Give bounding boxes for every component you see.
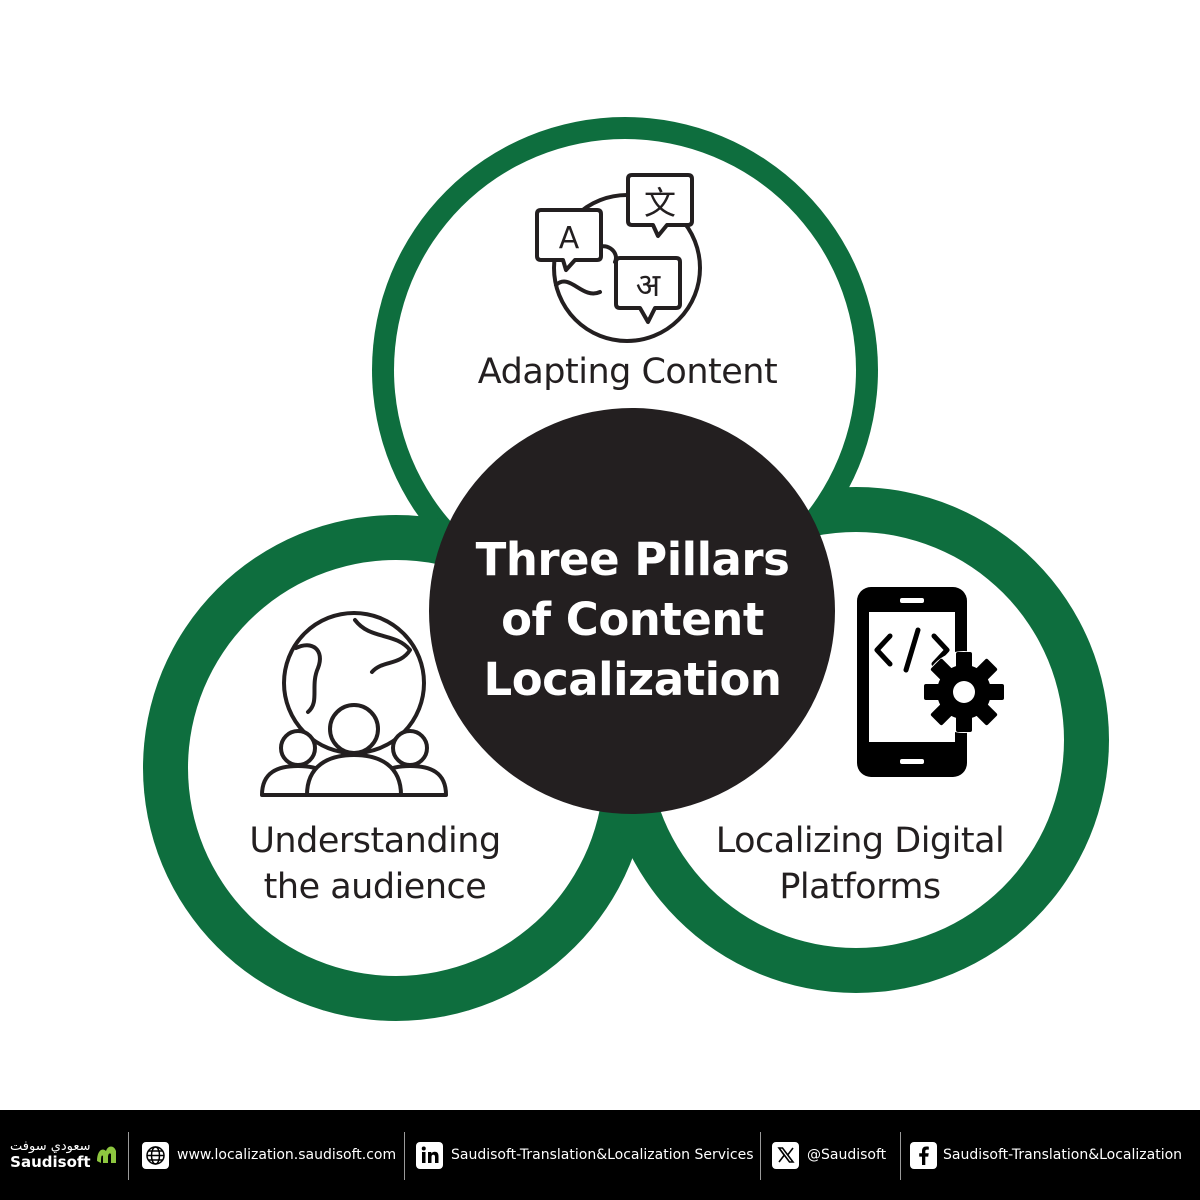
- title-line: of Content: [501, 593, 764, 646]
- footer-linkedin[interactable]: Saudisoft-Translation&Localization Servi…: [416, 1110, 754, 1200]
- translation-globe-icon: [535, 173, 702, 343]
- pillar-label-line: Localizing Digital: [715, 821, 1005, 861]
- globe-icon: [142, 1141, 169, 1169]
- footer-bar: سعودي سوفت Saudisoft www.localization.sa…: [0, 1110, 1200, 1200]
- center-circle: [429, 408, 835, 814]
- facebook-icon: [910, 1141, 937, 1169]
- footer-website[interactable]: www.localization.saudisoft.com: [142, 1110, 396, 1200]
- brand-mark-icon: [96, 1146, 116, 1163]
- footer-separator: [404, 1132, 405, 1180]
- title-line: Localization: [483, 653, 782, 706]
- website-link[interactable]: www.localization.saudisoft.com: [177, 1147, 397, 1163]
- glyph-wen: 文: [644, 184, 676, 222]
- pillar-label-line: Platforms: [779, 867, 941, 907]
- audience-globe-icon: [260, 611, 448, 797]
- pillar-label-line: Understanding: [249, 821, 501, 861]
- footer-facebook[interactable]: Saudisoft-Translation&Localization: [910, 1110, 1182, 1200]
- glyph-a: A: [559, 221, 580, 256]
- pillar-label-understanding-audience: Understanding the audience: [200, 818, 550, 910]
- glyph-devanagari-a: अ: [636, 266, 661, 304]
- brand-arabic: سعودي سوفت: [10, 1138, 91, 1154]
- footer-separator: [128, 1132, 129, 1180]
- linkedin-icon: [416, 1141, 443, 1169]
- footer-separator: [760, 1132, 761, 1180]
- x-icon: [772, 1141, 799, 1169]
- title-line: Three Pillars: [475, 533, 790, 586]
- linkedin-link[interactable]: Saudisoft-Translation&Localization Servi…: [451, 1147, 754, 1163]
- pillar-label-line: Adapting Content: [477, 352, 778, 392]
- pillar-label-adapting-content: Adapting Content: [430, 349, 825, 395]
- pillar-label-localizing-platforms: Localizing Digital Platforms: [680, 818, 1040, 910]
- x-link[interactable]: @Saudisoft: [807, 1147, 887, 1163]
- mobile-code-gear-icon: [857, 587, 1005, 777]
- pillar-label-line: the audience: [263, 867, 487, 907]
- brand-text: سعودي سوفت Saudisoft: [10, 1138, 91, 1171]
- brand-logo: سعودي سوفت Saudisoft: [10, 1110, 120, 1200]
- footer-separator: [900, 1132, 901, 1180]
- brand-name: Saudisoft: [10, 1152, 91, 1171]
- diagram-title: Three Pillars of Content Localization: [440, 530, 825, 710]
- facebook-link[interactable]: Saudisoft-Translation&Localization: [943, 1147, 1183, 1163]
- footer-x[interactable]: @Saudisoft: [772, 1110, 886, 1200]
- venn-diagram: A 文 अ: [143, 117, 1109, 1021]
